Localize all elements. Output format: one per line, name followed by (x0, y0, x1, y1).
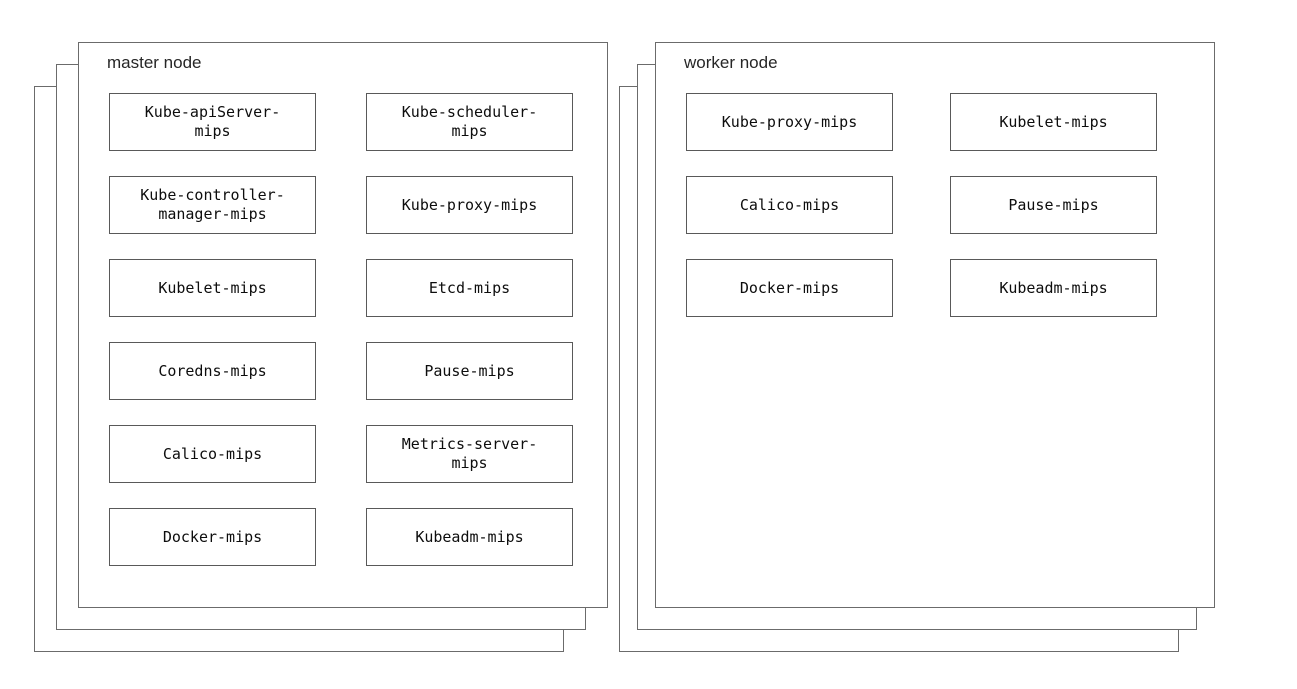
master-component-kube-controller-manager-mips: Kube-controller-manager-mips (109, 176, 316, 234)
component-label: Kubeadm-mips (999, 278, 1108, 297)
master-node-title: master node (107, 53, 202, 72)
master-component-pause-mips: Pause-mips (366, 342, 573, 400)
worker-component-pause-mips: Pause-mips (950, 176, 1157, 234)
master-component-metrics-server-mips: Metrics-server-mips (366, 425, 573, 483)
worker-component-grid: Kube-proxy-mips Kubelet-mips Calico-mips… (686, 93, 1157, 317)
master-component-calico-mips: Calico-mips (109, 425, 316, 483)
worker-component-docker-mips: Docker-mips (686, 259, 893, 317)
master-component-etcd-mips: Etcd-mips (366, 259, 573, 317)
master-component-kube-proxy-mips: Kube-proxy-mips (366, 176, 573, 234)
component-label: Calico-mips (162, 444, 263, 463)
component-label: Kubeadm-mips (415, 527, 524, 546)
component-label: Kube-proxy-mips (401, 195, 538, 214)
worker-component-calico-mips: Calico-mips (686, 176, 893, 234)
master-component-kubeadm-mips: Kubeadm-mips (366, 508, 573, 566)
component-label: Kube-apiServer-mips (144, 103, 281, 140)
component-label: Kube-controller-manager-mips (140, 186, 285, 223)
component-label: Kubelet-mips (999, 112, 1108, 131)
worker-node-box: worker node Kube-proxy-mips Kubelet-mips… (655, 42, 1215, 608)
component-label: Coredns-mips (158, 361, 267, 380)
worker-node-title: worker node (684, 53, 778, 72)
component-label: Metrics-server-mips (401, 435, 538, 472)
master-component-coredns-mips: Coredns-mips (109, 342, 316, 400)
component-label: Kube-proxy-mips (721, 112, 858, 131)
master-component-docker-mips: Docker-mips (109, 508, 316, 566)
component-label: Calico-mips (739, 195, 840, 214)
component-label: Etcd-mips (428, 278, 511, 297)
component-label: Docker-mips (739, 278, 840, 297)
master-component-kube-apiserver-mips: Kube-apiServer-mips (109, 93, 316, 151)
component-label: Kubelet-mips (158, 278, 267, 297)
worker-component-kubelet-mips: Kubelet-mips (950, 93, 1157, 151)
master-component-kube-scheduler-mips: Kube-scheduler-mips (366, 93, 573, 151)
master-node-box: master node Kube-apiServer-mips Kube-sch… (78, 42, 608, 608)
component-label: Pause-mips (424, 361, 515, 380)
worker-component-kubeadm-mips: Kubeadm-mips (950, 259, 1157, 317)
worker-component-kube-proxy-mips: Kube-proxy-mips (686, 93, 893, 151)
component-label: Pause-mips (1008, 195, 1099, 214)
component-label: Kube-scheduler-mips (401, 103, 538, 140)
master-component-grid: Kube-apiServer-mips Kube-scheduler-mips … (109, 93, 573, 566)
master-component-kubelet-mips: Kubelet-mips (109, 259, 316, 317)
component-label: Docker-mips (162, 527, 263, 546)
